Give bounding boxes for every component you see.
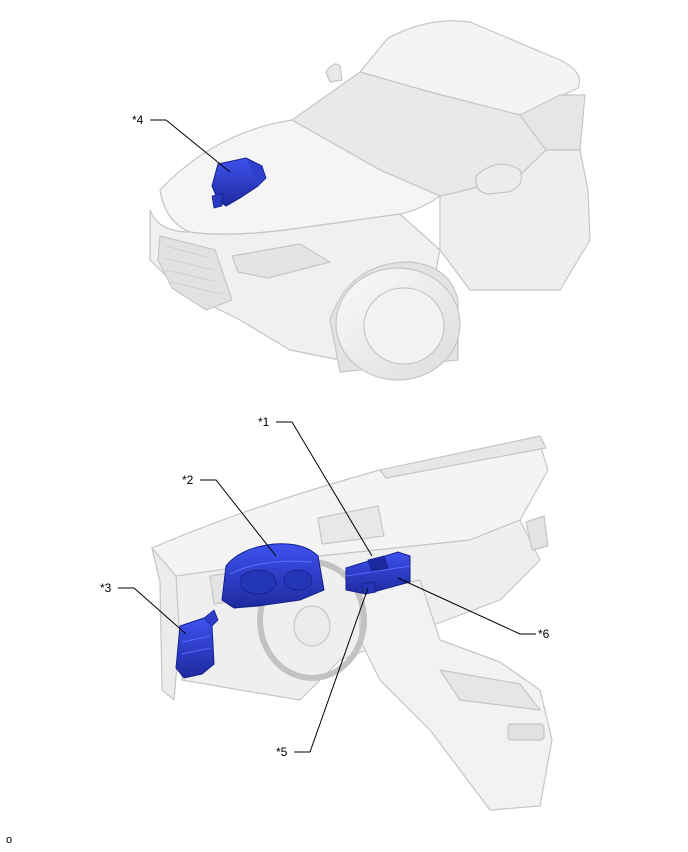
vehicle-side-window [519, 94, 586, 151]
callout-label-3: *3 [100, 581, 112, 595]
instrument-panel-view [151, 435, 553, 811]
leader-line-5 [294, 587, 369, 753]
leader-line-4 [150, 119, 231, 173]
vehicle-grille [157, 235, 233, 311]
vehicle-headlight [231, 243, 331, 279]
vehicle-mirror [475, 163, 523, 195]
leader-lines [118, 119, 536, 753]
component-5-switch [361, 581, 377, 595]
vehicle-roof [359, 20, 581, 116]
callout-label-5: *5 [276, 745, 288, 759]
leader-line-1 [276, 421, 373, 557]
vehicle-exterior-view [149, 20, 591, 381]
leader-line-6 [397, 577, 536, 635]
component-1-6-center-panel-assembly [345, 551, 411, 595]
callout-label-2: *2 [182, 473, 194, 487]
leader-line-3 [118, 587, 187, 635]
leader-line-2 [200, 479, 277, 557]
component-4-engine-room-ecu [211, 157, 267, 209]
callout-label-4: *4 [132, 113, 144, 127]
vehicle-hood [159, 119, 441, 235]
callout-label-6: *6 [538, 627, 550, 641]
component-2-combination-meter [221, 543, 325, 609]
callout-label-1: *1 [258, 415, 270, 429]
footer-mark: o [6, 834, 13, 846]
